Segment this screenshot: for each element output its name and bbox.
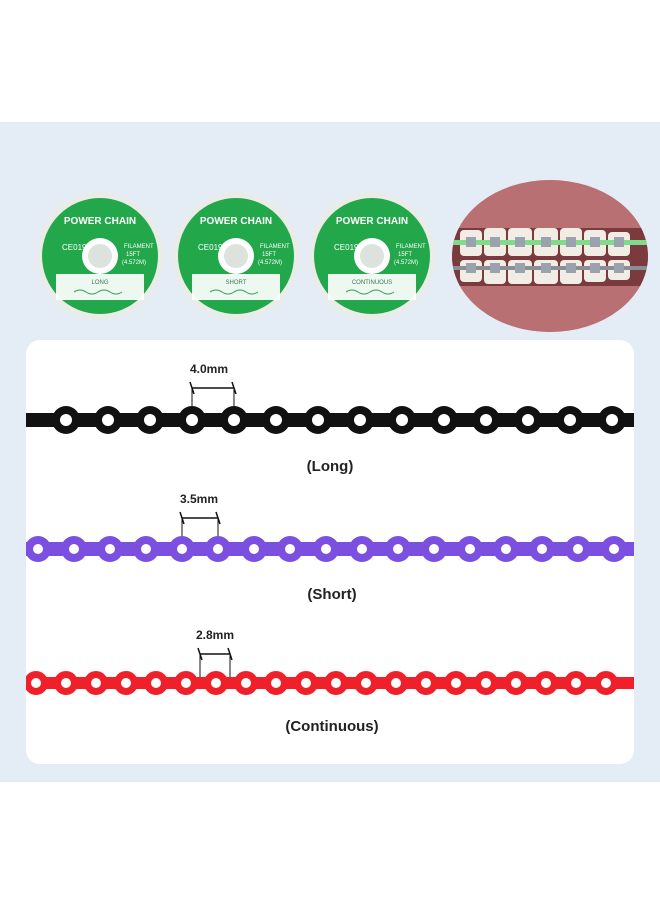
chain-link-hole <box>606 414 618 426</box>
braces-photo <box>452 180 648 332</box>
chain-link-hole <box>438 414 450 426</box>
chain-link-hole <box>541 678 551 688</box>
dimension-label-continuous: 2.8mm <box>196 628 235 642</box>
dimension-marker-continuous <box>197 647 233 680</box>
chain-link-hole <box>186 414 198 426</box>
power-chain-continuous <box>26 671 634 695</box>
chain-link-hole <box>312 414 324 426</box>
spool-mark: CE0197 <box>62 243 91 252</box>
chain-link-hole <box>480 414 492 426</box>
chain-label-continuous: (Continuous) <box>285 718 379 735</box>
chain-link-hole <box>573 544 583 554</box>
chain-link-hole <box>391 678 401 688</box>
power-chain-long <box>26 406 634 434</box>
spool-mark: CE0197 <box>198 243 227 252</box>
chain-link-hole <box>102 414 114 426</box>
spool-info1: FILAMENT <box>124 244 154 250</box>
chain-link-hole <box>91 678 101 688</box>
chain-label-long: (Long) <box>306 458 354 475</box>
chain-link-hole <box>481 678 491 688</box>
chain-link-hole <box>511 678 521 688</box>
chain-link-hole <box>60 414 72 426</box>
spool-info3: (4.572M) <box>122 260 146 266</box>
spool-brand: POWER CHAIN <box>336 216 408 227</box>
spool-info3: (4.572M) <box>394 260 418 266</box>
chain-link-hole <box>271 678 281 688</box>
spool-continuous: POWER CHAIN CE0197 FILAMENT 15FT (4.572M… <box>306 190 438 322</box>
chain-link-hole <box>31 678 41 688</box>
spool-short: POWER CHAIN CE0197 FILAMENT 15FT (4.572M… <box>170 190 302 322</box>
chain-link-hole <box>105 544 115 554</box>
chain-link-hole <box>144 414 156 426</box>
chain-link-hole <box>609 544 619 554</box>
spool-info2: 15FT <box>262 252 276 258</box>
dimension-label-short: 3.5mm <box>180 492 219 506</box>
spool-info2: 15FT <box>398 252 412 258</box>
chain-link-hole <box>601 678 611 688</box>
power-chain-short <box>26 536 634 562</box>
chain-link-hole <box>213 544 223 554</box>
chain-link-hole <box>501 544 511 554</box>
chain-link-hole <box>571 678 581 688</box>
chain-link-hole <box>396 414 408 426</box>
dimension-marker-short <box>179 511 221 544</box>
spool-long: POWER CHAIN CE0197 FILAMENT 15FT (4.572M… <box>34 190 166 322</box>
chain-link-hole <box>241 678 251 688</box>
chain-comparison-card: 4.0mm (Long) 3.5mm (Short) 2.8mm (Contin… <box>26 340 634 764</box>
chain-link-hole <box>393 544 403 554</box>
spool-mark: CE0197 <box>334 243 363 252</box>
chain-link-hole <box>177 544 187 554</box>
chain-link-hole <box>69 544 79 554</box>
product-row: POWER CHAIN CE0197 FILAMENT 15FT (4.572M… <box>0 180 660 340</box>
chain-link-hole <box>141 544 151 554</box>
chain-link-hole <box>564 414 576 426</box>
chain-link-hole <box>121 678 131 688</box>
spool-info1: FILAMENT <box>396 244 426 250</box>
spool-brand: POWER CHAIN <box>200 216 272 227</box>
dimension-label-long: 4.0mm <box>190 362 229 376</box>
chain-link-hole <box>249 544 259 554</box>
chain-label-short: (Short) <box>307 586 357 603</box>
chain-link-hole <box>537 544 547 554</box>
chain-link-hole <box>270 414 282 426</box>
chain-link-hole <box>321 544 331 554</box>
spool-type: LONG <box>91 280 108 286</box>
chain-link-hole <box>331 678 341 688</box>
chain-link-hole <box>211 678 221 688</box>
chain-link-hole <box>285 544 295 554</box>
chain-link-hole <box>228 414 240 426</box>
chain-link-hole <box>357 544 367 554</box>
chain-link-hole <box>33 544 43 554</box>
chain-link-hole <box>181 678 191 688</box>
chain-link-hole <box>522 414 534 426</box>
chain-link-hole <box>361 678 371 688</box>
spool-info1: FILAMENT <box>260 244 290 250</box>
chain-link-hole <box>465 544 475 554</box>
spool-type: SHORT <box>226 280 247 286</box>
spool-info2: 15FT <box>126 252 140 258</box>
spool-brand: POWER CHAIN <box>64 216 136 227</box>
chain-link-hole <box>61 678 71 688</box>
chain-link-hole <box>421 678 431 688</box>
spool-type: CONTINUOUS <box>352 280 392 286</box>
chain-link-hole <box>151 678 161 688</box>
spool-info3: (4.572M) <box>258 260 282 266</box>
chain-link-hole <box>429 544 439 554</box>
chain-link-hole <box>451 678 461 688</box>
chain-link-hole <box>354 414 366 426</box>
chain-link-hole <box>301 678 311 688</box>
